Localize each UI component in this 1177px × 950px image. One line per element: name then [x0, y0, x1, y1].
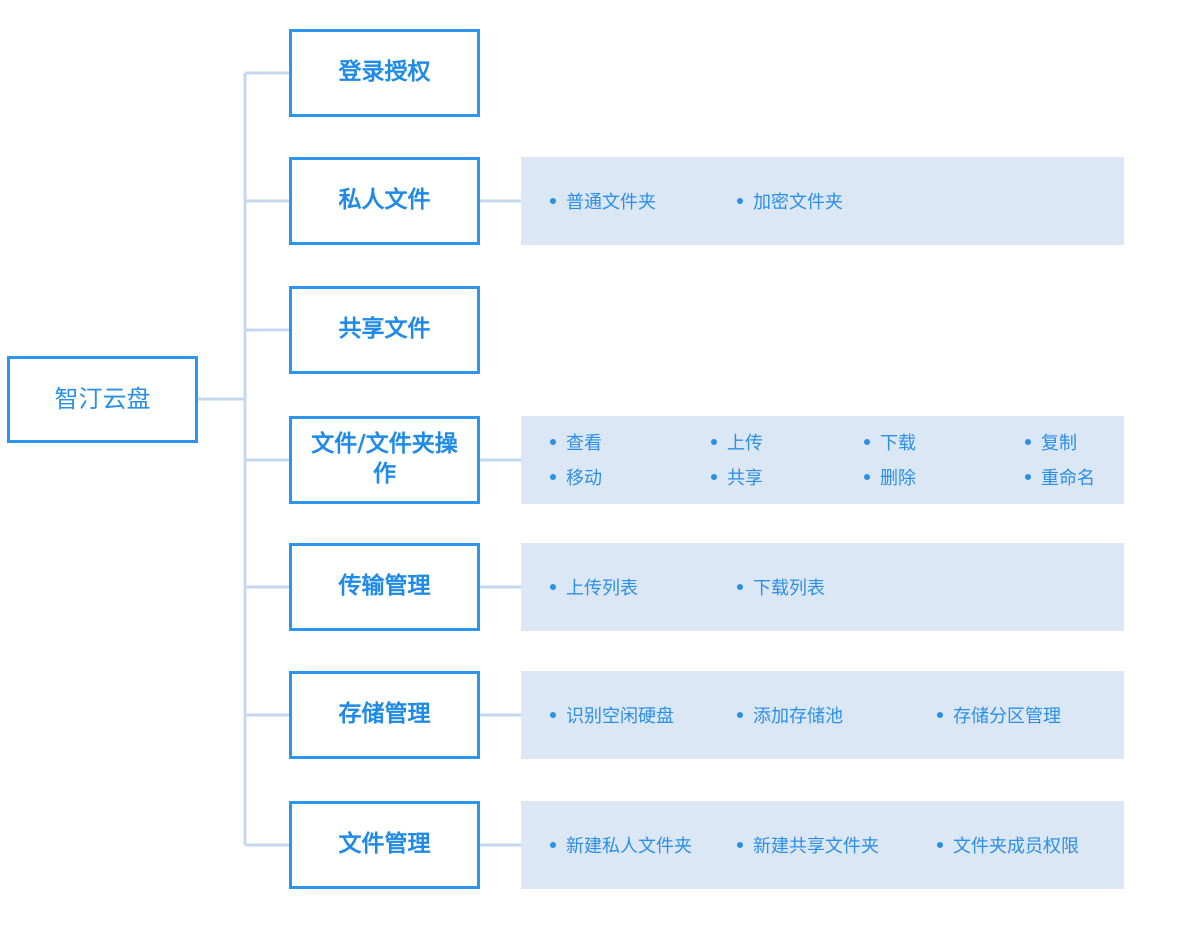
node-fileops: 文件/文件夹操作 — [289, 416, 480, 504]
list-item: 查看 — [550, 429, 602, 455]
node-login: 登录授权 — [289, 29, 480, 117]
list-item: 文件夹成员权限 — [937, 832, 1079, 858]
list-item: 删除 — [864, 464, 916, 490]
bullet-icon — [550, 198, 556, 204]
list-item: 识别空闲硬盘 — [550, 702, 674, 728]
bullet-icon — [937, 842, 943, 848]
bullet-icon — [737, 584, 743, 590]
node-shared: 共享文件 — [289, 286, 480, 374]
panel-private: 普通文件夹 加密文件夹 — [521, 157, 1124, 245]
bullet-icon — [550, 712, 556, 718]
list-item: 重命名 — [1025, 464, 1095, 490]
list-item: 下载列表 — [737, 574, 825, 600]
bullet-icon — [737, 198, 743, 204]
bullet-icon — [711, 474, 717, 480]
bullet-icon — [550, 842, 556, 848]
bullet-icon — [937, 712, 943, 718]
root-node: 智汀云盘 — [7, 356, 198, 443]
list-item: 上传列表 — [550, 574, 638, 600]
bullet-icon — [1025, 474, 1031, 480]
panel-fileops: 查看 上传 下载 复制 移动 共享 删除 重命名 — [521, 416, 1124, 504]
bullet-icon — [737, 712, 743, 718]
node-filemgmt-label: 文件管理 — [338, 831, 431, 858]
bullet-icon — [550, 439, 556, 445]
list-item: 新建私人文件夹 — [550, 832, 692, 858]
list-item: 加密文件夹 — [737, 188, 843, 214]
bullet-icon — [864, 439, 870, 445]
root-node-label: 智汀云盘 — [54, 384, 151, 413]
list-item: 移动 — [550, 464, 602, 490]
bullet-icon — [550, 584, 556, 590]
node-fileops-label: 文件/文件夹操作 — [311, 431, 458, 487]
list-item: 共享 — [711, 464, 763, 490]
node-shared-label: 共享文件 — [338, 316, 431, 343]
node-storage: 存储管理 — [289, 671, 480, 759]
panel-storage: 识别空闲硬盘 添加存储池 存储分区管理 — [521, 671, 1124, 759]
node-private-label: 私人文件 — [338, 187, 431, 214]
list-item: 复制 — [1025, 429, 1077, 455]
node-transfer-label: 传输管理 — [338, 573, 431, 600]
bullet-icon — [737, 842, 743, 848]
list-item: 普通文件夹 — [550, 188, 656, 214]
list-item: 下载 — [864, 429, 916, 455]
node-private: 私人文件 — [289, 157, 480, 245]
bullet-icon — [550, 474, 556, 480]
panel-filemgmt: 新建私人文件夹 新建共享文件夹 文件夹成员权限 — [521, 801, 1124, 889]
node-login-label: 登录授权 — [338, 59, 431, 86]
panel-transfer: 上传列表 下载列表 — [521, 543, 1124, 631]
list-item: 添加存储池 — [737, 702, 843, 728]
bullet-icon — [864, 474, 870, 480]
list-item: 上传 — [711, 429, 763, 455]
list-item: 存储分区管理 — [937, 702, 1061, 728]
node-transfer: 传输管理 — [289, 543, 480, 631]
bullet-icon — [1025, 439, 1031, 445]
node-filemgmt: 文件管理 — [289, 801, 480, 889]
bullet-icon — [711, 439, 717, 445]
node-storage-label: 存储管理 — [338, 701, 431, 728]
list-item: 新建共享文件夹 — [737, 832, 879, 858]
